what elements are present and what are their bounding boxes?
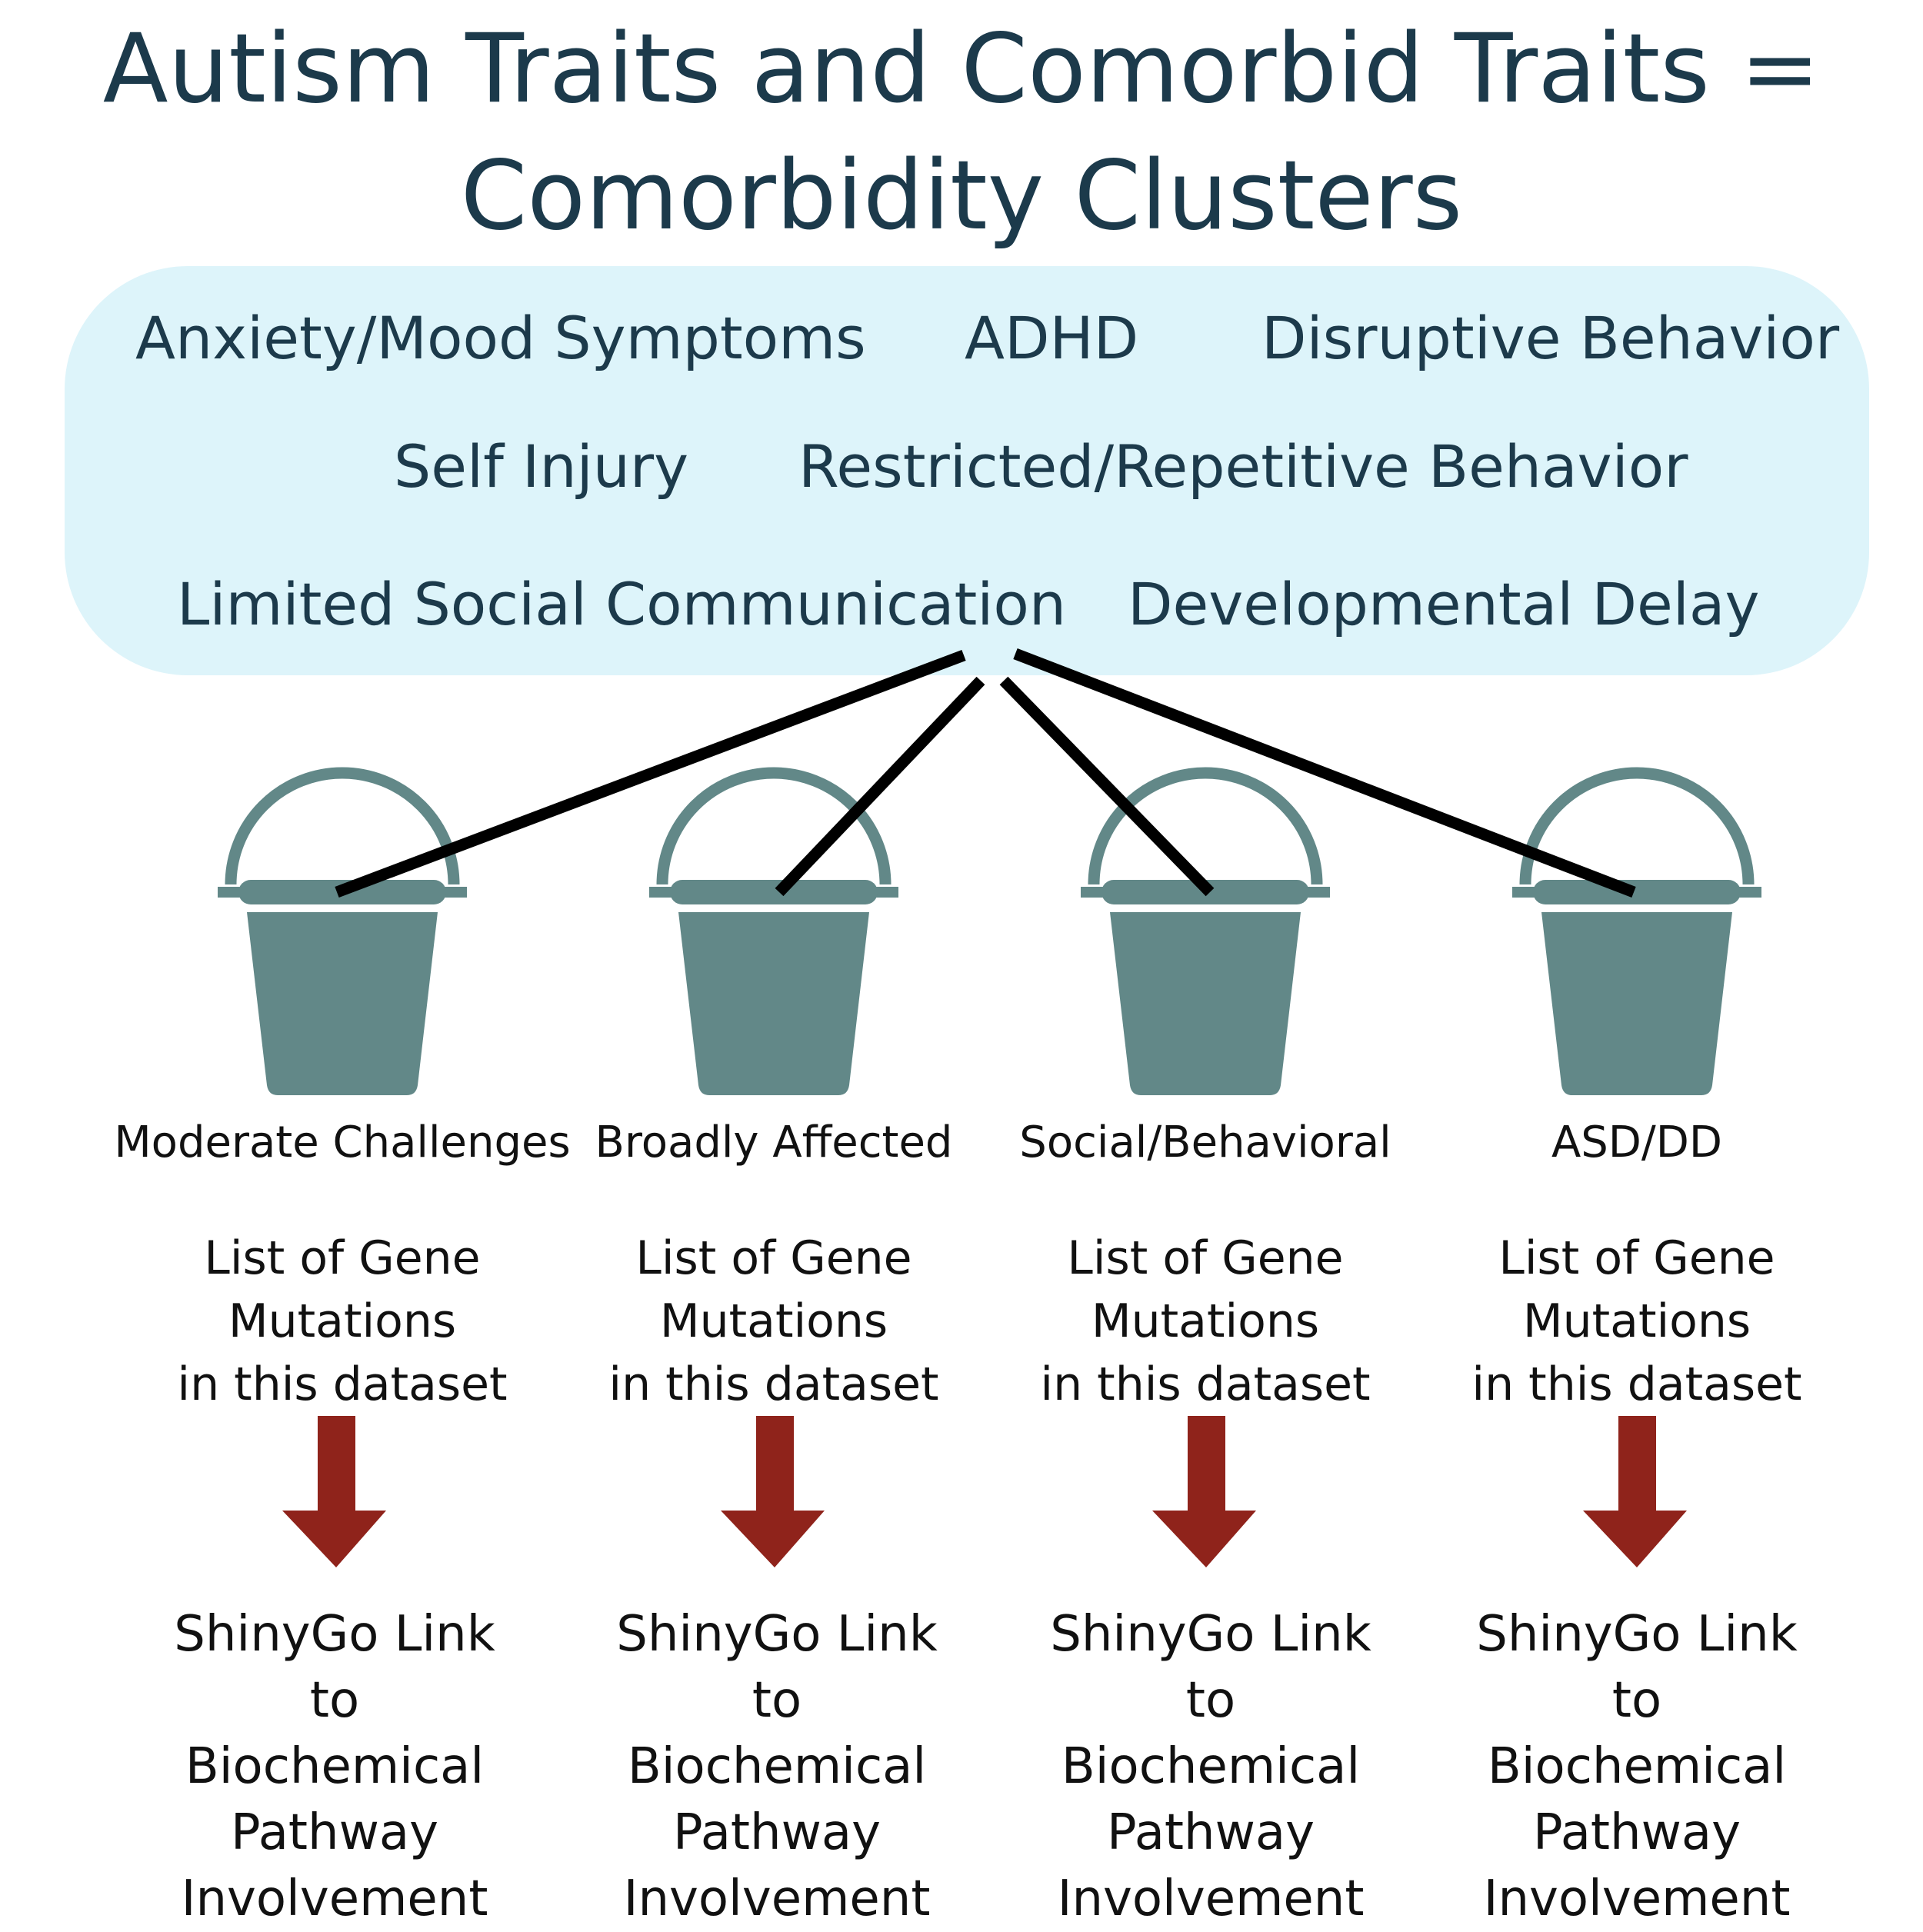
shinygo-link-text: ShinyGo Link to Biochemical Pathway Invo… [1476,1606,1798,1927]
gene-mutations-list: List of Gene Mutations in this dataset [608,1231,939,1411]
cluster-label-moderate-challenges: Moderate Challenges [114,1118,571,1168]
cluster-label-asd-dd: ASD/DD [1551,1118,1723,1168]
gene-mutations-list: List of Gene Mutations in this dataset [1471,1231,1802,1411]
down-arrow-icon [1152,1416,1256,1567]
gene-mutations-list: List of Gene Mutations in this dataset [1040,1231,1371,1411]
trait-self-injury: Self Injury [394,432,689,501]
connector-line [775,676,985,897]
traits-panel [65,266,1869,675]
connector-line [1013,648,1636,898]
trait-developmental-delay: Developmental Delay [1128,570,1760,638]
diagram-title-line-2: Comorbidity Clusters [460,141,1463,251]
down-arrow-icon [282,1416,386,1567]
connector-line [999,676,1215,897]
bucket-icon [218,767,467,1095]
trait-disruptive-behavior: Disruptive Behavior [1261,304,1840,372]
cluster-label-social-behavioral: Social/Behavioral [1019,1118,1391,1168]
shinygo-link-text: ShinyGo Link to Biochemical Pathway Invo… [1050,1606,1371,1927]
bucket-icon [1081,767,1330,1095]
diagram-title-line-1: Autism Traits and Comorbid Traits = [102,14,1821,125]
shinygo-link-text: ShinyGo Link to Biochemical Pathway Invo… [616,1606,938,1927]
cluster-label-broadly-affected: Broadly Affected [595,1118,953,1168]
bucket-icon [1512,767,1761,1095]
down-arrow-icon [1583,1416,1687,1567]
down-arrow-icon [721,1416,825,1567]
connector-line [335,649,966,898]
gene-mutations-list: List of Gene Mutations in this dataset [177,1231,508,1411]
trait-anxiety-mood: Anxiety/Mood Symptoms [135,304,866,372]
bucket-icon [649,767,898,1095]
trait-limited-social-communication: Limited Social Communication [177,570,1067,638]
trait-adhd: ADHD [965,304,1139,372]
shinygo-link-text: ShinyGo Link to Biochemical Pathway Invo… [174,1606,495,1927]
trait-restricted-repetitive: Restricted/Repetitive Behavior [798,432,1688,501]
